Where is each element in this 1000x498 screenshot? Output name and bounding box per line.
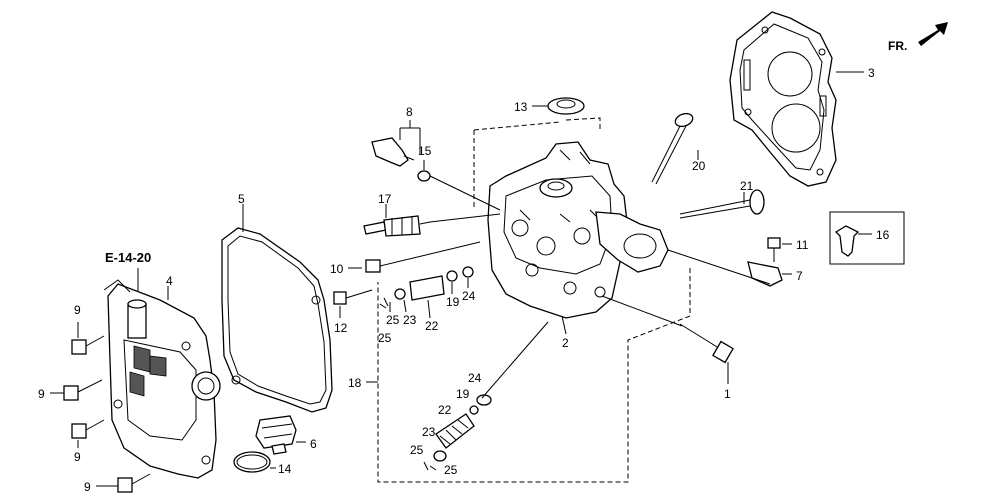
valve-20 <box>651 112 694 185</box>
callout-9b: 9 <box>38 387 45 401</box>
callout-5: 5 <box>238 192 245 206</box>
oil-seal <box>547 97 585 115</box>
valve-spring-upper <box>379 266 474 309</box>
callout-9d: 9 <box>84 480 91 494</box>
callout-14: 14 <box>278 462 292 476</box>
callout-2: 2 <box>562 336 569 350</box>
callout-19a: 19 <box>446 295 460 309</box>
front-direction-indicator: FR. <box>888 22 948 53</box>
bolt-12 <box>333 289 373 305</box>
o-ring-14 <box>233 451 271 473</box>
callout-9c: 9 <box>74 450 81 464</box>
callout-16: 16 <box>876 228 890 242</box>
bolt-1 <box>679 323 734 364</box>
valve-21 <box>679 189 765 219</box>
callout-17: 17 <box>378 192 392 206</box>
callout-18: 18 <box>348 376 362 390</box>
callout-9a: 9 <box>74 303 81 317</box>
callout-12: 12 <box>334 321 348 335</box>
spark-plug <box>363 215 431 237</box>
bolt-10 <box>365 241 481 273</box>
reference-label: E-14-20 <box>105 250 151 265</box>
head-gasket <box>729 11 837 187</box>
bolt-9b <box>63 379 103 401</box>
callout-19b: 19 <box>456 387 470 401</box>
callout-25b: 25 <box>378 331 392 345</box>
callout-23b: 23 <box>422 425 436 439</box>
cylinder-head <box>487 141 669 319</box>
sensor-8 <box>371 137 415 167</box>
callout-20: 20 <box>692 159 706 173</box>
callout-22a: 22 <box>425 319 439 333</box>
callout-24a: 24 <box>462 289 476 303</box>
assembly-frame <box>377 117 691 483</box>
callout-25d: 25 <box>444 463 458 477</box>
bolt-9a <box>71 335 105 355</box>
direction-arrow-icon <box>918 22 948 46</box>
callout-25c: 25 <box>410 443 424 457</box>
callout-21: 21 <box>740 179 754 193</box>
callout-22b: 22 <box>438 403 452 417</box>
callout-25a: 25 <box>386 313 400 327</box>
cylinder-head-cover <box>103 279 221 479</box>
callout-8: 8 <box>406 105 413 119</box>
callout-7: 7 <box>796 269 803 283</box>
bolt-11 <box>767 237 781 262</box>
callout-11: 11 <box>796 238 809 252</box>
valve-spring-lower <box>423 394 492 471</box>
oil-filler-cap <box>255 415 297 455</box>
callout-6: 6 <box>310 437 317 451</box>
bolt-9c <box>71 419 105 439</box>
front-direction-label: FR. <box>888 39 907 53</box>
callout-3: 3 <box>868 66 875 80</box>
clip-16-box <box>829 211 905 265</box>
callout-10: 10 <box>330 262 344 276</box>
callout-13: 13 <box>514 100 528 114</box>
bolt-9d <box>117 473 151 493</box>
cover-gasket <box>221 227 333 413</box>
callout-15: 15 <box>418 144 432 158</box>
washer-15 <box>417 170 431 182</box>
callout-23a: 23 <box>403 313 417 327</box>
callout-1: 1 <box>724 387 731 401</box>
callout-4: 4 <box>166 274 173 288</box>
callout-24b: 24 <box>468 371 482 385</box>
